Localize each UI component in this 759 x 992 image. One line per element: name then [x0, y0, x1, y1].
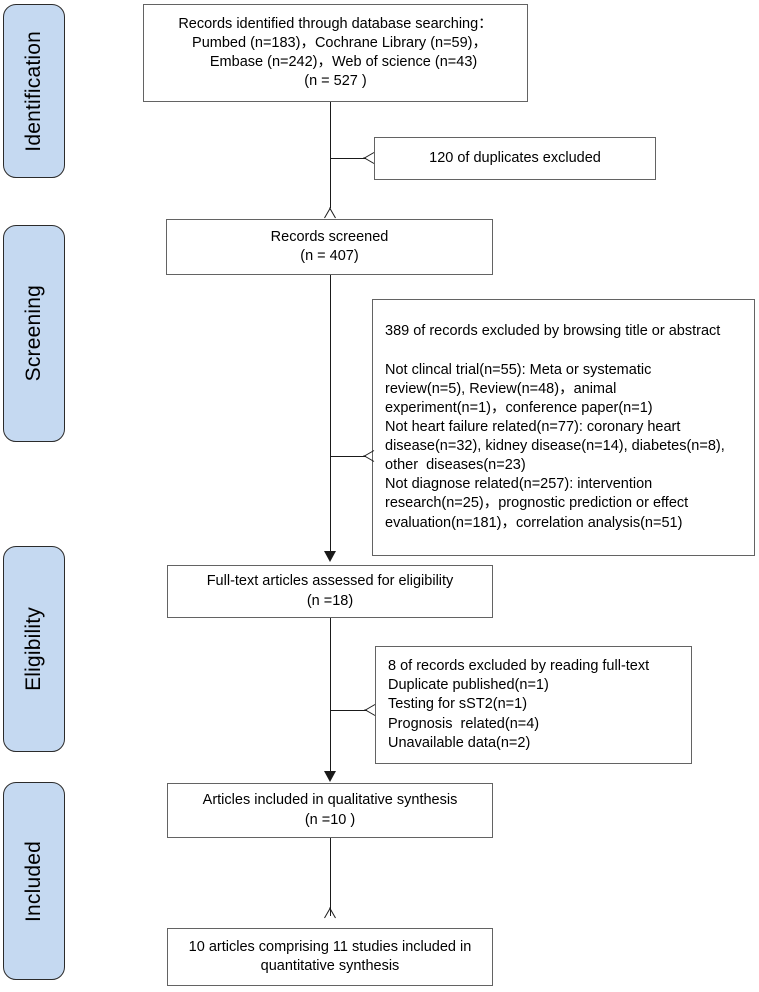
box-records-screened-text: Records screened (n = 407): [270, 228, 389, 264]
stage-identification: Identification: [3, 4, 65, 178]
connector-to-duplicates: [330, 158, 366, 159]
stage-eligibility: Eligibility: [3, 546, 65, 752]
box-qualitative-synthesis: Articles included in qualitative synthes…: [167, 783, 493, 838]
box-quantitative-synthesis-text: 10 articles comprising 11 studies includ…: [188, 938, 472, 974]
box-fulltext-assessed: Full-text articles assessed for eligibil…: [167, 565, 493, 618]
connector-to-fulltext-exclusions: [330, 710, 367, 711]
arrowhead-to-fulltext-exclusions: [363, 703, 374, 717]
box-quantitative-synthesis: 10 articles comprising 11 studies includ…: [167, 928, 493, 986]
stage-eligibility-label: Eligibility: [22, 607, 45, 691]
box-duplicates-excluded: 120 of duplicates excluded: [374, 137, 656, 180]
stage-screening: Screening: [3, 225, 65, 442]
box-records-excluded-fulltext-text: 8 of records excluded by reading full-te…: [388, 658, 650, 751]
box-records-identified-text: Records identified through database sear…: [178, 15, 493, 90]
box-records-excluded-screening: 389 of records excluded by browsing titl…: [372, 299, 755, 556]
connector-qualitative-to-quantitative: [330, 838, 331, 916]
stage-screening-label: Screening: [22, 285, 45, 382]
box-fulltext-assessed-text: Full-text articles assessed for eligibil…: [206, 573, 454, 609]
box-records-excluded-screening-text: 389 of records excluded by browsing titl…: [385, 323, 725, 531]
box-records-excluded-fulltext: 8 of records excluded by reading full-te…: [375, 646, 692, 764]
stage-included-label: Included: [22, 840, 45, 922]
connector-to-screening-exclusions: [330, 456, 366, 457]
arrowhead-to-quantitative-synthesis: [323, 906, 337, 917]
connector-screened-to-fulltext: [330, 275, 331, 553]
arrowhead-to-screening-exclusions: [362, 449, 373, 463]
arrowhead-to-duplicates: [362, 151, 373, 165]
connector-identified-to-screened: [330, 102, 331, 208]
box-qualitative-synthesis-text: Articles included in qualitative synthes…: [202, 792, 458, 828]
arrowhead-to-fulltext-assessed: [324, 551, 336, 562]
arrowhead-to-records-screened: [323, 206, 337, 217]
box-duplicates-excluded-text: 120 of duplicates excluded: [429, 149, 601, 166]
box-records-screened: Records screened (n = 407): [166, 219, 493, 275]
stage-included: Included: [3, 782, 65, 980]
connector-fulltext-to-qualitative: [330, 618, 331, 772]
box-records-identified: Records identified through database sear…: [143, 4, 528, 102]
stage-identification-label: Identification: [22, 30, 45, 152]
arrowhead-to-qualitative-synthesis: [324, 771, 336, 782]
